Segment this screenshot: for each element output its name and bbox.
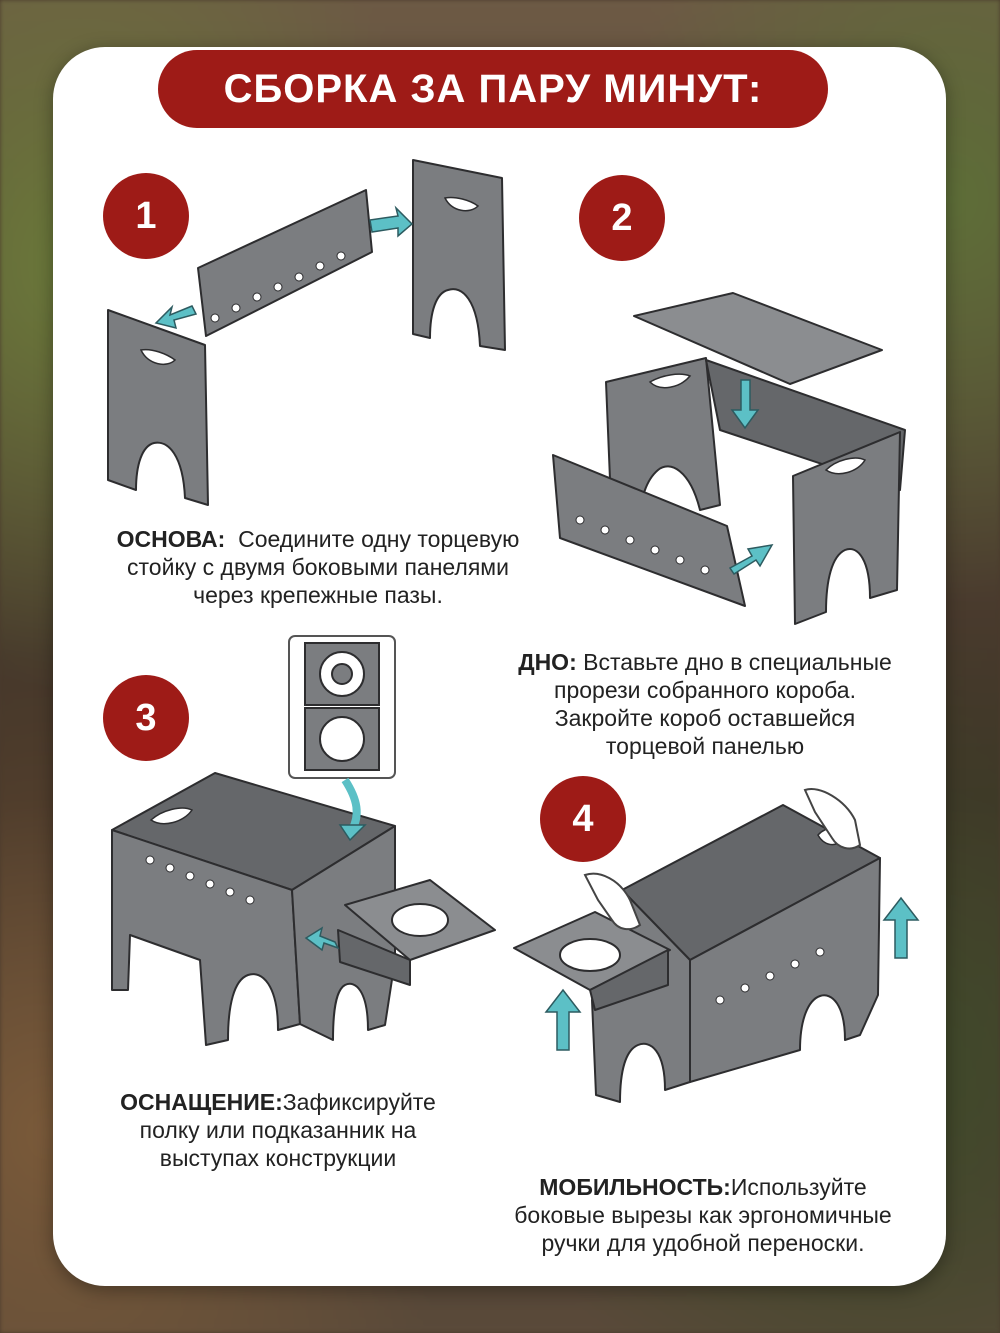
step-2-line-3: Закройте короб оставшейся <box>554 705 856 731</box>
step-1-line-1: Соедините одну торцевую <box>238 526 520 552</box>
step-3-heading: ОСНАЩЕНИЕ: <box>120 1089 283 1115</box>
grill-panel-icon <box>633 292 883 385</box>
step-2-line-4: торцевой панелью <box>605 733 805 759</box>
grill-panel-icon <box>792 431 901 625</box>
hand-icon <box>803 788 862 850</box>
step-1-caption: ОСНОВА: Соедините одну торцевую стойку с… <box>88 525 548 609</box>
arrow-icon <box>304 926 340 952</box>
step-1-line-2: стойку с двумя боковыми панелями <box>127 554 509 580</box>
step-3-line-2: полку или подказанник на <box>139 1117 417 1143</box>
step-3-line-3: выступах конструкции <box>159 1145 397 1171</box>
arrow-icon <box>369 205 414 238</box>
step-4-heading: МОБИЛЬНОСТЬ: <box>539 1174 731 1200</box>
arrow-icon <box>728 544 774 576</box>
page-title: СБОРКА ЗА ПАРУ МИНУТ: <box>158 50 828 128</box>
shelf-icon <box>513 911 671 1011</box>
shelf-icon <box>337 879 496 986</box>
grill-panel-icon <box>412 159 506 351</box>
step-4-caption: МОБИЛЬНОСТЬ:Используйте боковые вырезы к… <box>478 1173 928 1257</box>
grill-panel-icon <box>107 309 209 506</box>
accessory-choice-box <box>288 635 396 779</box>
step-3-line-1: Зафиксируйте <box>282 1089 436 1115</box>
grill-panel-icon <box>197 189 373 337</box>
arrow-icon <box>154 304 198 330</box>
step-2-caption: ДНО: Вставьте дно в специальные прорези … <box>490 648 920 760</box>
arrow-icon <box>730 379 760 430</box>
arrow-icon <box>544 988 582 1051</box>
step-4-line-2: боковые вырезы как эргономичные <box>514 1202 892 1228</box>
arrow-icon <box>882 896 920 959</box>
step-2-line-2: прорези собранного короба. <box>554 677 856 703</box>
step-1-line-3: через крепежные пазы. <box>193 582 443 608</box>
step-3-caption: ОСНАЩЕНИЕ:Зафиксируйте полку или подказа… <box>88 1088 468 1172</box>
step-3-badge: 3 <box>103 675 189 761</box>
hand-icon <box>583 872 642 931</box>
step-4-line-3: ручки для удобной переноски. <box>541 1230 865 1256</box>
step-2-line-1: Вставьте дно в специальные <box>583 649 892 675</box>
step-4-line-1: Используйте <box>730 1174 867 1200</box>
step-1-heading: ОСНОВА: <box>116 526 226 552</box>
arrow-icon <box>338 777 367 842</box>
step-4-badge: 4 <box>540 776 626 862</box>
step-2-badge: 2 <box>579 175 665 261</box>
step-2-heading: ДНО: <box>518 649 577 675</box>
step-1-badge: 1 <box>103 173 189 259</box>
grill-panel-icon <box>552 454 746 607</box>
